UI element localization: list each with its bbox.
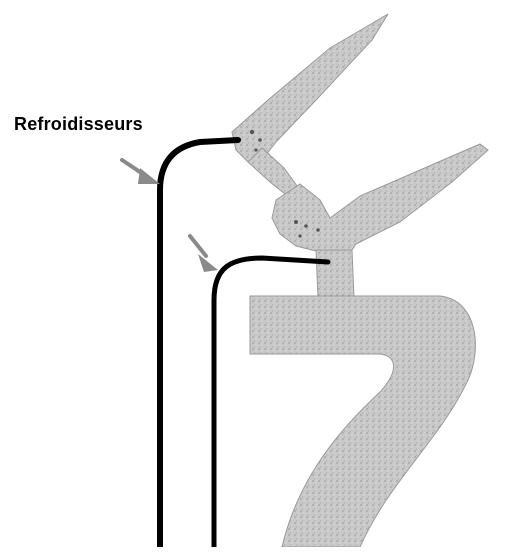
upper-wing-part — [232, 14, 388, 162]
arrow-1-icon — [122, 160, 160, 184]
cooler-label: Refroidisseurs — [14, 114, 143, 135]
cooler-tube-1 — [160, 140, 238, 547]
connector-stem — [316, 250, 354, 298]
middle-body-part — [272, 144, 488, 266]
arrow-2-icon — [190, 236, 218, 272]
lower-s-body — [250, 296, 475, 547]
